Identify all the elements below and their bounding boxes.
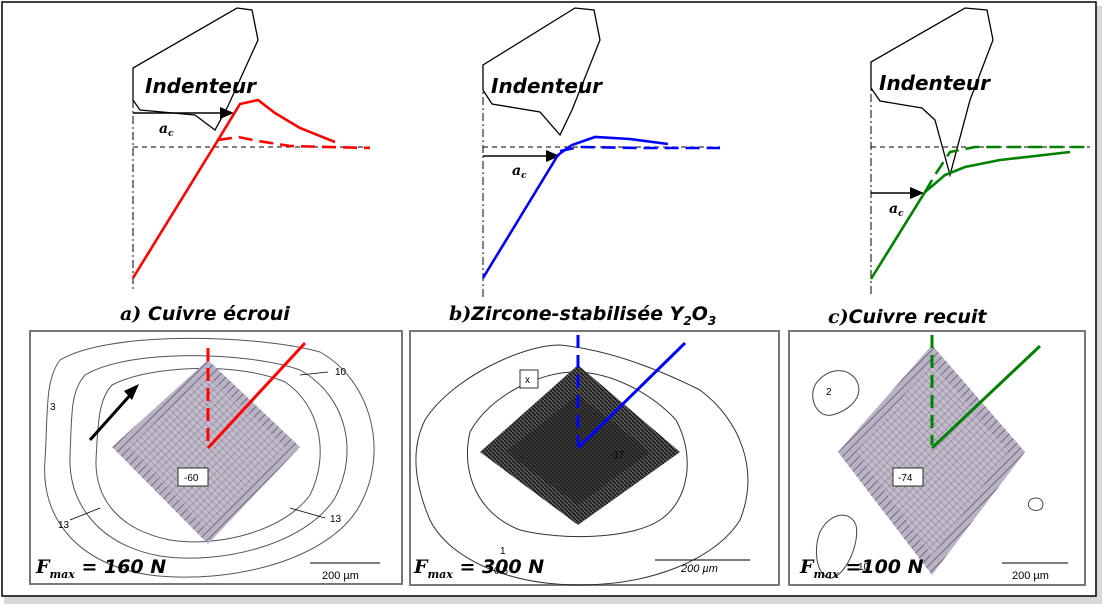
contour-ring [466, 371, 688, 538]
center-value: -17 [610, 450, 625, 461]
indenter-label-c: Indenteur [879, 71, 991, 95]
contour-map-a [29, 330, 403, 585]
ac-arrowhead-c [910, 187, 924, 199]
center-value-box [892, 467, 924, 487]
contour-ring [1028, 497, 1044, 511]
caption-b: b)Zircone-stabilisée Y2O3 [449, 303, 717, 328]
frame-shadow-right [1096, 6, 1102, 600]
leader-line [69, 507, 101, 521]
ac-arrowhead-a [220, 107, 234, 119]
figure-border [1, 1, 1097, 597]
fmax-label-c: Fmax =100 N [800, 556, 924, 581]
contour-ring [44, 337, 375, 578]
caption-a: a) Cuivre écroui [120, 303, 290, 325]
contour-label: 3 [50, 402, 56, 413]
indentation-sketch-a [131, 7, 371, 290]
contour-label: 13 [58, 520, 70, 531]
indent-imprint-inner [128, 375, 285, 530]
fmax-label-b: Fmax = 300 N [414, 556, 545, 581]
ac-label-b: ac [512, 163, 527, 181]
ac-label-c: ac [889, 201, 904, 219]
profile-dashed-a [217, 135, 371, 150]
diagonal-line-b [576, 341, 687, 450]
contour-label: 2 [826, 387, 832, 398]
profile-dashed-b [559, 145, 720, 153]
indentation-sketch-b [481, 7, 720, 300]
contour-label: 13 [330, 514, 342, 525]
contour-label: 10 [335, 367, 347, 378]
diagonal-line-a [206, 341, 307, 450]
leader-line [289, 507, 326, 519]
x-box [519, 369, 539, 389]
indenter-outline-c [870, 7, 994, 178]
arrow-shaft [88, 392, 134, 441]
profile-curve-b [481, 135, 669, 279]
contour-ring [812, 370, 860, 416]
center-value: -60 [184, 473, 199, 484]
contour-ring [415, 344, 749, 586]
ac-arrowhead-b [546, 150, 560, 162]
contour-map-b [409, 330, 780, 586]
scale-label: 200 µm [1012, 570, 1049, 582]
leader-line [299, 371, 329, 376]
center-value-box [177, 467, 209, 487]
indenter-label-a: Indenteur [145, 74, 257, 98]
diagonal-line-c [930, 344, 1042, 450]
contour-ring [69, 355, 348, 559]
arrow-head [124, 384, 139, 400]
fmax-label-a: Fmax = 160 N [36, 556, 167, 581]
contour-ring [815, 514, 858, 579]
contour-label: 0.5 [494, 566, 508, 577]
center-value: -74 [898, 473, 913, 484]
ac-label-a: ac [159, 121, 174, 139]
contour-label: x [525, 375, 530, 386]
scale-label: 200 µm [680, 563, 718, 575]
indenter-label-b: Indenteur [491, 74, 603, 98]
contour-label: 1 [500, 546, 506, 557]
indenter-outline-a [132, 7, 259, 131]
indentation-sketch-c [869, 7, 1090, 295]
frame-shadow-bottom [4, 596, 1102, 604]
contour-map-c [788, 330, 1086, 586]
indenter-outline-b [482, 7, 601, 137]
scale-label: 200 µm [322, 570, 359, 582]
contour-ring [95, 367, 321, 543]
profile-curve-c [869, 150, 1071, 280]
indent-core [506, 395, 650, 505]
contour-label: 10 [858, 562, 870, 573]
caption-c: c)Cuivre recuit [828, 306, 987, 328]
profile-dashed-c [923, 145, 1090, 193]
